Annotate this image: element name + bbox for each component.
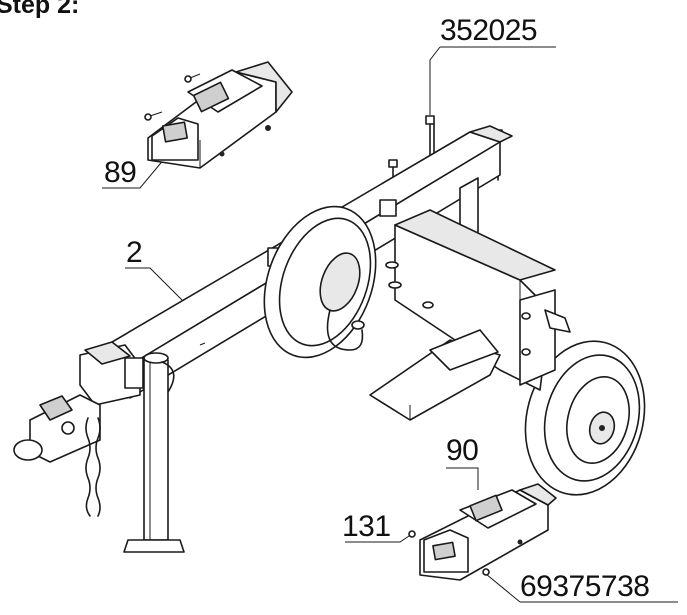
step-title: Step 2: bbox=[0, 0, 80, 19]
callout-front-fender: 89 bbox=[104, 156, 137, 189]
right-wheel-part bbox=[524, 340, 646, 496]
callout-washer: 131 bbox=[342, 510, 391, 543]
front-fender-part bbox=[144, 61, 293, 169]
leader-lines bbox=[102, 46, 678, 603]
callout-bolt-set: 352025 bbox=[440, 14, 538, 47]
left-wheel-part bbox=[263, 205, 377, 359]
callout-rear-fender: 90 bbox=[446, 434, 479, 467]
callout-fender-bolt-set: 69375738 bbox=[520, 570, 650, 603]
callout-frame-beam: 2 bbox=[126, 236, 143, 269]
hitch-coupler-part bbox=[13, 341, 144, 517]
rear-fender-part bbox=[408, 483, 557, 581]
jack-stand-part bbox=[123, 352, 185, 553]
axle-frame-part bbox=[369, 209, 571, 421]
